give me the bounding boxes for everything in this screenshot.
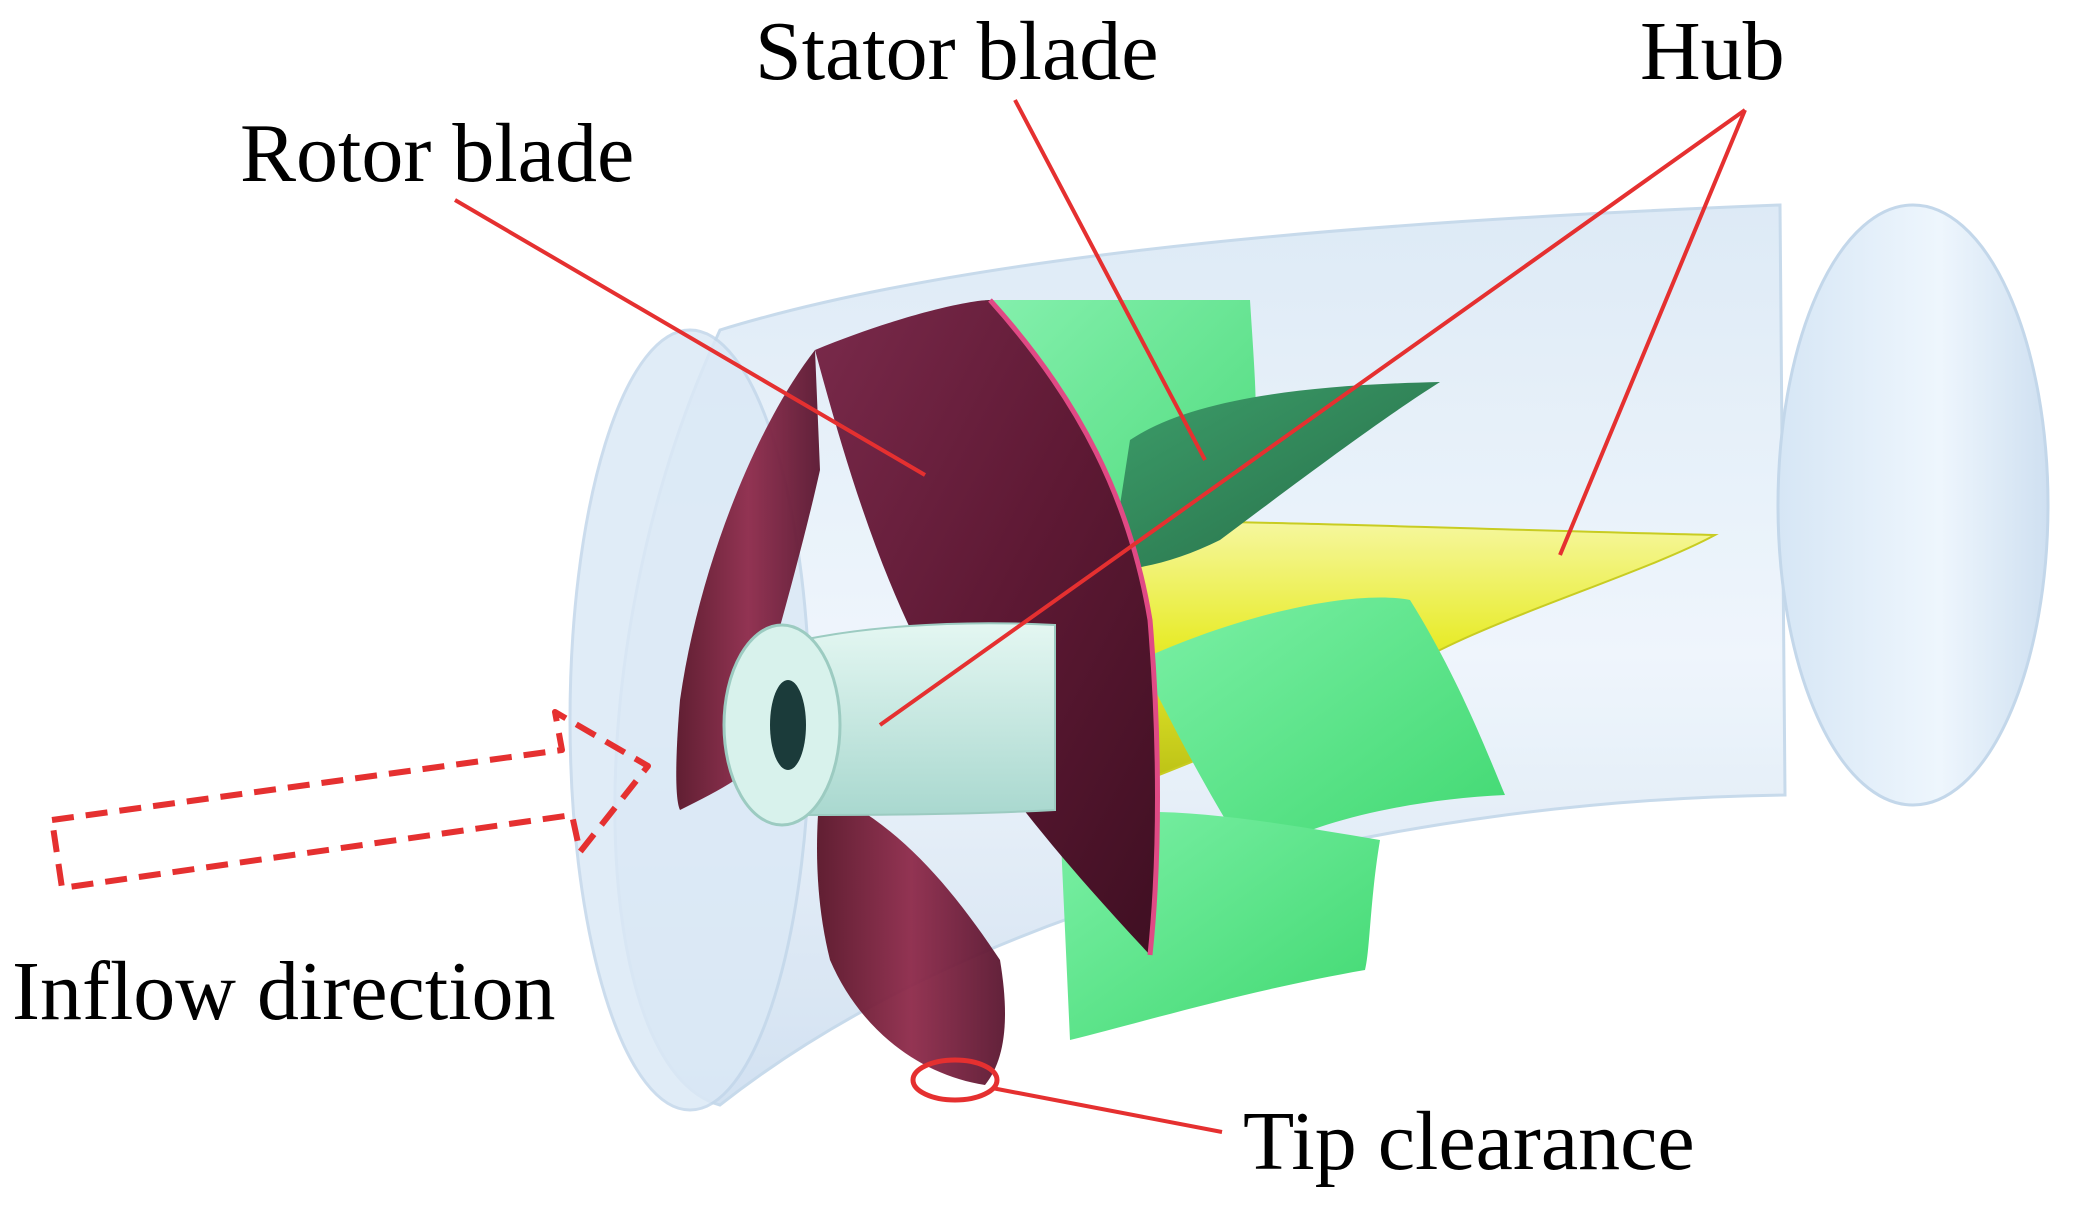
label-inflow-direction: Inflow direction (12, 945, 556, 1038)
tip-clearance-marker (910, 1057, 1000, 1103)
label-tip-clearance: Tip clearance (1243, 1095, 1695, 1188)
leader-line-tip-clearance (991, 1086, 1223, 1134)
label-hub: Hub (1640, 5, 1785, 98)
label-stator-blade: Stator blade (755, 5, 1159, 98)
leader-line-hub-inlet (878, 108, 1747, 727)
leader-line-hub-cone (1558, 109, 1747, 556)
inflow-arrow (49, 709, 651, 891)
inlet-hub (722, 622, 1056, 827)
leader-line-stator-blade (1013, 99, 1207, 461)
leader-line-rotor-blade (453, 198, 927, 477)
label-rotor-blade: Rotor blade (240, 107, 635, 200)
leader-lines (453, 99, 1747, 1134)
